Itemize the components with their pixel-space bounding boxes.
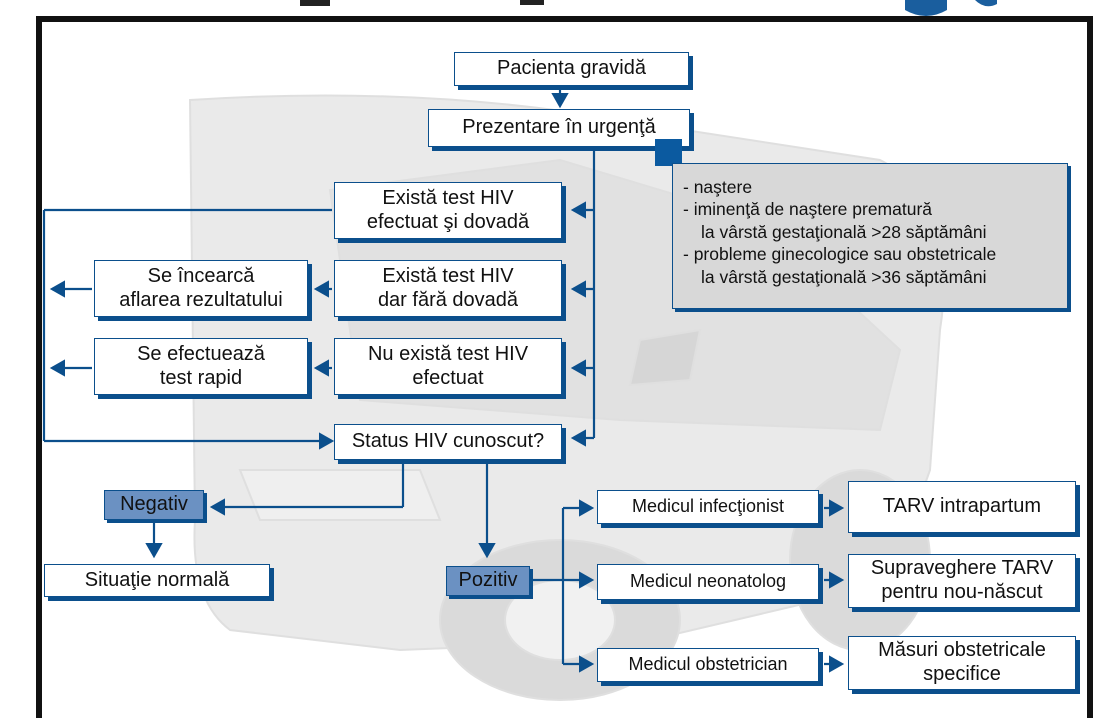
note-line: la vârstă gestaţională >28 săptămâni xyxy=(701,221,987,242)
node-label: Pozitiv xyxy=(458,569,518,592)
node-label: Nu există test HIV efectuat xyxy=(367,342,529,389)
node-fara-test: Nu există test HIV efectuat xyxy=(334,338,562,395)
node-label: Medicul neonatolog xyxy=(629,571,787,592)
node-se-incearca: Se încearcă aflarea rezultatului xyxy=(94,260,308,317)
node-masuri-obstetricale: Măsuri obstetricale specifice xyxy=(848,636,1076,690)
node-label: Se efectuează test rapid xyxy=(137,342,265,389)
node-label: Medicul infecţionist xyxy=(631,496,785,517)
note-line: - naştere xyxy=(683,177,753,197)
node-test-efectuat-dovada: Există test HIV efectuat şi dovadă xyxy=(334,182,562,239)
node-pacienta-gravida: Pacienta gravidă xyxy=(454,52,689,86)
node-label: Negativ xyxy=(120,493,188,516)
node-negativ: Negativ xyxy=(104,490,204,520)
node-label: Există test HIV efectuat şi dovadă xyxy=(366,186,530,233)
node-supraveghere-tarv: Supraveghere TARV pentru nou-născut xyxy=(848,554,1076,608)
node-label: Există test HIV dar fără dovadă xyxy=(377,264,519,311)
node-label: Pacienta gravidă xyxy=(497,57,646,80)
node-tarv-intrapartum: TARV intrapartum xyxy=(848,481,1076,533)
node-test-fara-dovada: Există test HIV dar fără dovadă xyxy=(334,260,562,317)
node-label: Măsuri obstetricale specifice xyxy=(878,639,1046,685)
node-situatie-normala: Situaţie normală xyxy=(44,564,270,597)
node-prezentare-urgenta: Prezentare în urgenţă xyxy=(428,109,690,147)
note-marker-square xyxy=(655,139,682,166)
node-label: Supraveghere TARV pentru nou-născut xyxy=(870,557,1054,603)
note-conditions-box: - naştere - iminenţă de naştere prematur… xyxy=(672,163,1068,309)
node-label: Prezentare în urgenţă xyxy=(462,116,656,139)
node-test-rapid: Se efectuează test rapid xyxy=(94,338,308,395)
node-label: Se încearcă aflarea rezultatului xyxy=(119,264,283,311)
node-label: TARV intrapartum xyxy=(882,495,1042,518)
node-medicul-obstetrician: Medicul obstetrician xyxy=(597,648,819,682)
note-line: - iminenţă de naştere prematură xyxy=(683,199,933,220)
note-line: - probleme ginecologice sau obstetricale xyxy=(683,244,997,265)
cropped-title-glyphs xyxy=(300,0,997,16)
node-label: Situaţie normală xyxy=(84,568,230,591)
node-medicul-neonatolog: Medicul neonatolog xyxy=(597,564,819,600)
node-medicul-infectionist: Medicul infecţionist xyxy=(597,490,819,524)
note-line: la vârstă gestaţională >36 săptămâni xyxy=(701,266,987,287)
node-label: Medicul obstetrician xyxy=(628,654,788,675)
node-label: Status HIV cunoscut? xyxy=(351,430,545,453)
top-banner-strip xyxy=(0,0,1095,16)
node-pozitiv: Pozitiv xyxy=(446,566,530,596)
node-status-hiv: Status HIV cunoscut? xyxy=(334,424,562,460)
